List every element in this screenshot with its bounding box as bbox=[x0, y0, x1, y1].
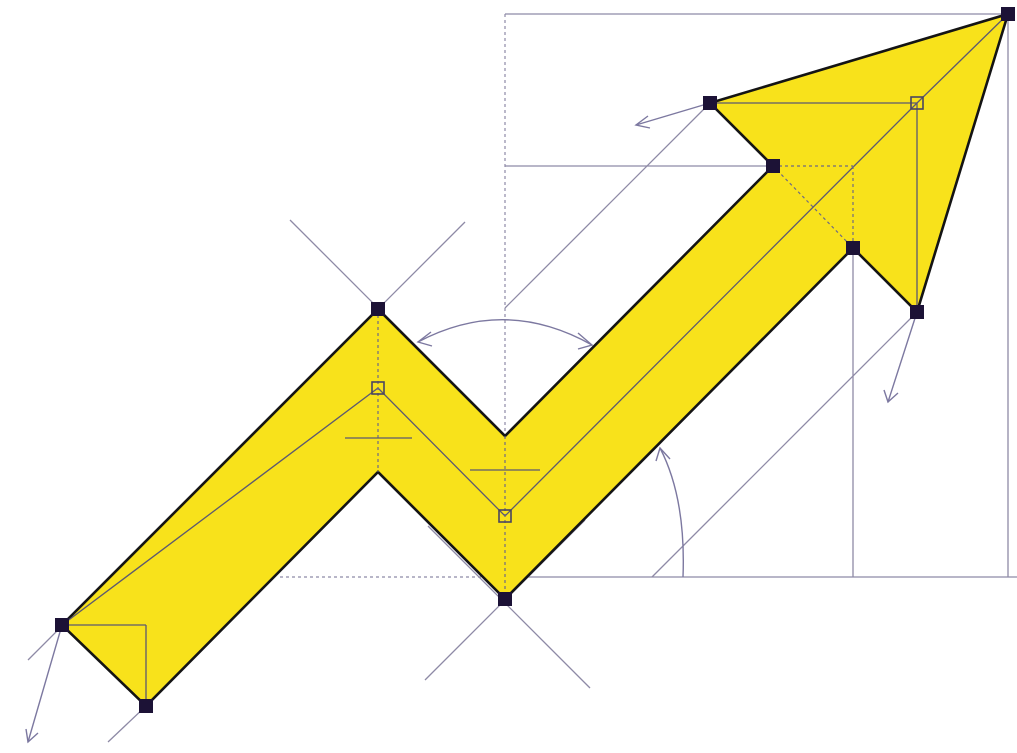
tail-down-arrow-icon bbox=[25, 728, 39, 744]
square-node-icon[interactable] bbox=[703, 96, 717, 110]
square-node-icon[interactable] bbox=[846, 241, 860, 255]
square-node-icon[interactable] bbox=[1001, 7, 1015, 21]
square-node-icon[interactable] bbox=[498, 592, 512, 606]
head-down-arrow-shaft bbox=[887, 311, 918, 403]
pivot-nodes bbox=[371, 96, 924, 523]
zigzag-arrow-shape bbox=[60, 12, 1010, 708]
direction-arrows bbox=[25, 102, 918, 744]
angle-arrow-icon bbox=[655, 446, 671, 462]
rotation-arrow-left-icon bbox=[416, 331, 433, 347]
valley-cross-line-2 bbox=[427, 525, 591, 689]
square-node-icon[interactable] bbox=[910, 305, 924, 319]
neck-dashed-diagonal bbox=[772, 165, 854, 249]
anchor-nodes bbox=[55, 7, 1015, 713]
square-node-icon[interactable] bbox=[55, 618, 69, 632]
square-node-icon[interactable] bbox=[371, 302, 385, 316]
square-node-icon[interactable] bbox=[766, 159, 780, 173]
peak-rotation-arc bbox=[417, 319, 593, 346]
head-left-arrow-icon bbox=[634, 115, 651, 129]
angle-indicators bbox=[416, 319, 684, 578]
arrow-inner-construction bbox=[61, 13, 1009, 706]
head-left-arrow-shaft bbox=[635, 102, 711, 126]
hollow-square-node-icon[interactable] bbox=[910, 96, 924, 110]
baseline-angle-arc bbox=[659, 447, 684, 578]
rotation-arrow-right-icon bbox=[577, 332, 594, 350]
upper-parallel-guide bbox=[504, 102, 711, 309]
hollow-square-node-icon[interactable] bbox=[498, 509, 512, 523]
hollow-square-node-icon[interactable] bbox=[371, 381, 385, 395]
lower-parallel-guide bbox=[651, 311, 918, 578]
square-node-icon[interactable] bbox=[139, 699, 153, 713]
tail-down-arrow-shaft bbox=[27, 624, 63, 743]
head-down-arrow-icon bbox=[883, 389, 899, 404]
